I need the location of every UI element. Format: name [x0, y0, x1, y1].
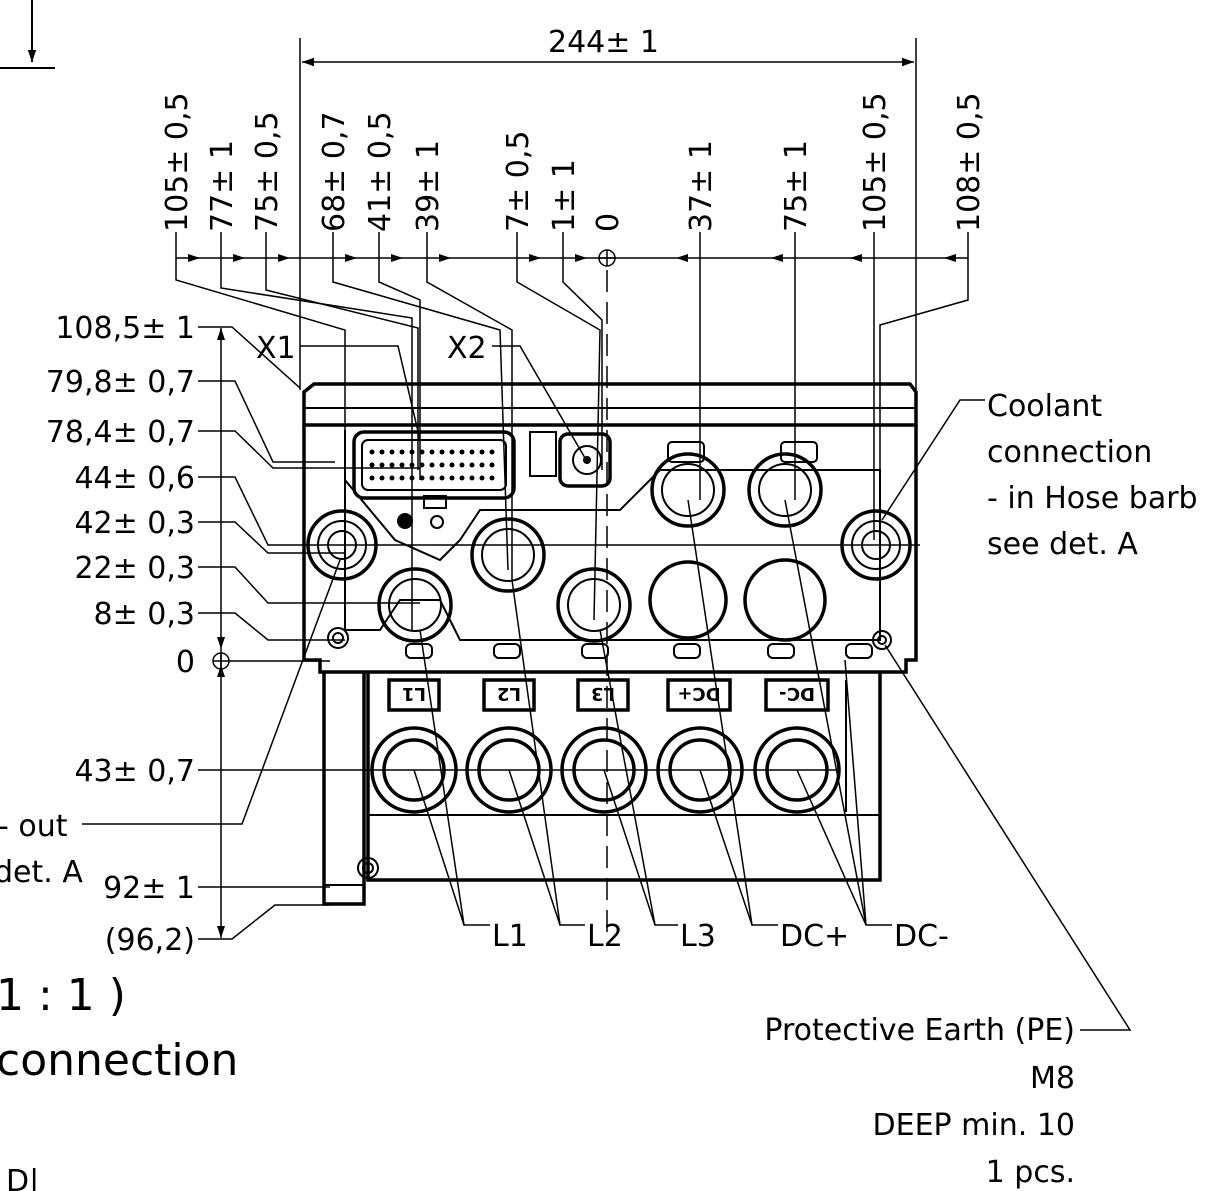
hdim-75-right: 75± 1 [779, 140, 814, 232]
hdim-37: 37± 1 [684, 140, 719, 232]
x1-pins [369, 449, 495, 481]
left-coolant-out-note: - out det. A [0, 559, 341, 890]
hdim-39: 39± 1 [411, 140, 446, 232]
vdim-44: 44± 0,6 [74, 461, 195, 496]
hdim-105-right: 105± 0,5 [858, 92, 893, 232]
coolant-line4: see det. A [987, 527, 1138, 562]
bottom-title: connection [0, 1035, 238, 1086]
top-left-fragment [0, 0, 55, 69]
lower-cable-glands [370, 726, 841, 814]
callout-l1: L1 [492, 919, 528, 954]
scale-text: 1 : 1 ) [0, 970, 126, 1021]
hdim-0: 0 [591, 213, 626, 232]
housing-body [302, 270, 918, 940]
hdim-41: 41± 0,5 [363, 111, 398, 232]
view-title: 1 : 1 ) connection D| [0, 970, 238, 1191]
vdim-78-4: 78,4± 0,7 [46, 415, 195, 450]
vdim-0: 0 [176, 645, 195, 680]
hdim-75-left: 75± 0,5 [250, 111, 285, 232]
x1-label: X1 [256, 331, 296, 366]
vdim-8: 8± 0,3 [94, 597, 195, 632]
horizontal-leaders [175, 268, 969, 630]
terminal-label-l2: L2 [497, 683, 521, 704]
coolant-line3: - in Hose barb [987, 481, 1198, 516]
overall-width-dimension: 244± 1 [299, 25, 917, 390]
vertical-dimension-chain [212, 328, 230, 938]
horizontal-dimension-labels: 105± 0,5 77± 1 75± 0,5 68± 0,7 41± 0,5 3… [160, 92, 987, 232]
terminal-label-dcminus: DC- [779, 683, 815, 704]
vdim-22: 22± 0,3 [74, 551, 195, 586]
overall-width-text: 244± 1 [548, 25, 659, 60]
callout-dcplus: DC+ [780, 919, 849, 954]
vdim-79-8: 79,8± 0,7 [46, 365, 195, 400]
terminal-label-dcplus: DC+ [677, 683, 720, 704]
callout-dcminus: DC- [894, 919, 949, 954]
pe-line4: 1 pcs. [986, 1155, 1075, 1190]
callout-l3: L3 [680, 919, 716, 954]
vdim-42: 42± 0,3 [74, 506, 195, 541]
phase-callouts: L1 L2 L3 DC+ DC- [492, 919, 949, 954]
hdim-108: 108± 0,5 [952, 92, 987, 232]
x2-label: X2 [447, 331, 487, 366]
pe-line1: Protective Earth (PE) [764, 1013, 1075, 1048]
vdim-92: 92± 1 [103, 871, 195, 906]
vdim-43: 43± 0,7 [74, 754, 195, 789]
connector-labels: X1 X2 [256, 331, 586, 459]
terminal-labels: L1 L2 L3 DC+ DC- [387, 678, 830, 712]
coolant-line2: connection [987, 435, 1152, 470]
pe-note: Protective Earth (PE) M8 DEEP min. 10 1 … [764, 644, 1132, 1190]
terminal-label-l1: L1 [402, 683, 426, 704]
hdim-68: 68± 0,7 [317, 111, 352, 232]
coolant-note: Coolant connection - in Hose barb see de… [881, 389, 1198, 562]
vertical-dimension-labels: 108,5± 1 79,8± 0,7 78,4± 0,7 44± 0,6 42±… [46, 311, 920, 958]
hdim-7: 7± 0,5 [501, 131, 536, 232]
hdim-1: 1± 1 [547, 159, 582, 232]
callout-l2: L2 [587, 919, 623, 954]
hdim-105-left: 105± 0,5 [160, 92, 195, 232]
vdim-108-5: 108,5± 1 [55, 311, 195, 346]
bottom-fragment: D| [6, 1164, 39, 1191]
vdim-96-2: (96,2) [105, 923, 195, 958]
pe-line2: M8 [1030, 1061, 1075, 1096]
coolant-line1: Coolant [987, 389, 1102, 424]
left-note-line1: - out [0, 809, 68, 844]
phase-callout-leaders [413, 499, 892, 926]
pe-line3: DEEP min. 10 [873, 1108, 1075, 1143]
terminal-label-l3: L3 [591, 683, 615, 704]
horizontal-dimension-chain [175, 232, 969, 268]
hdim-77: 77± 1 [205, 140, 240, 232]
left-note-line2: det. A [0, 855, 83, 890]
